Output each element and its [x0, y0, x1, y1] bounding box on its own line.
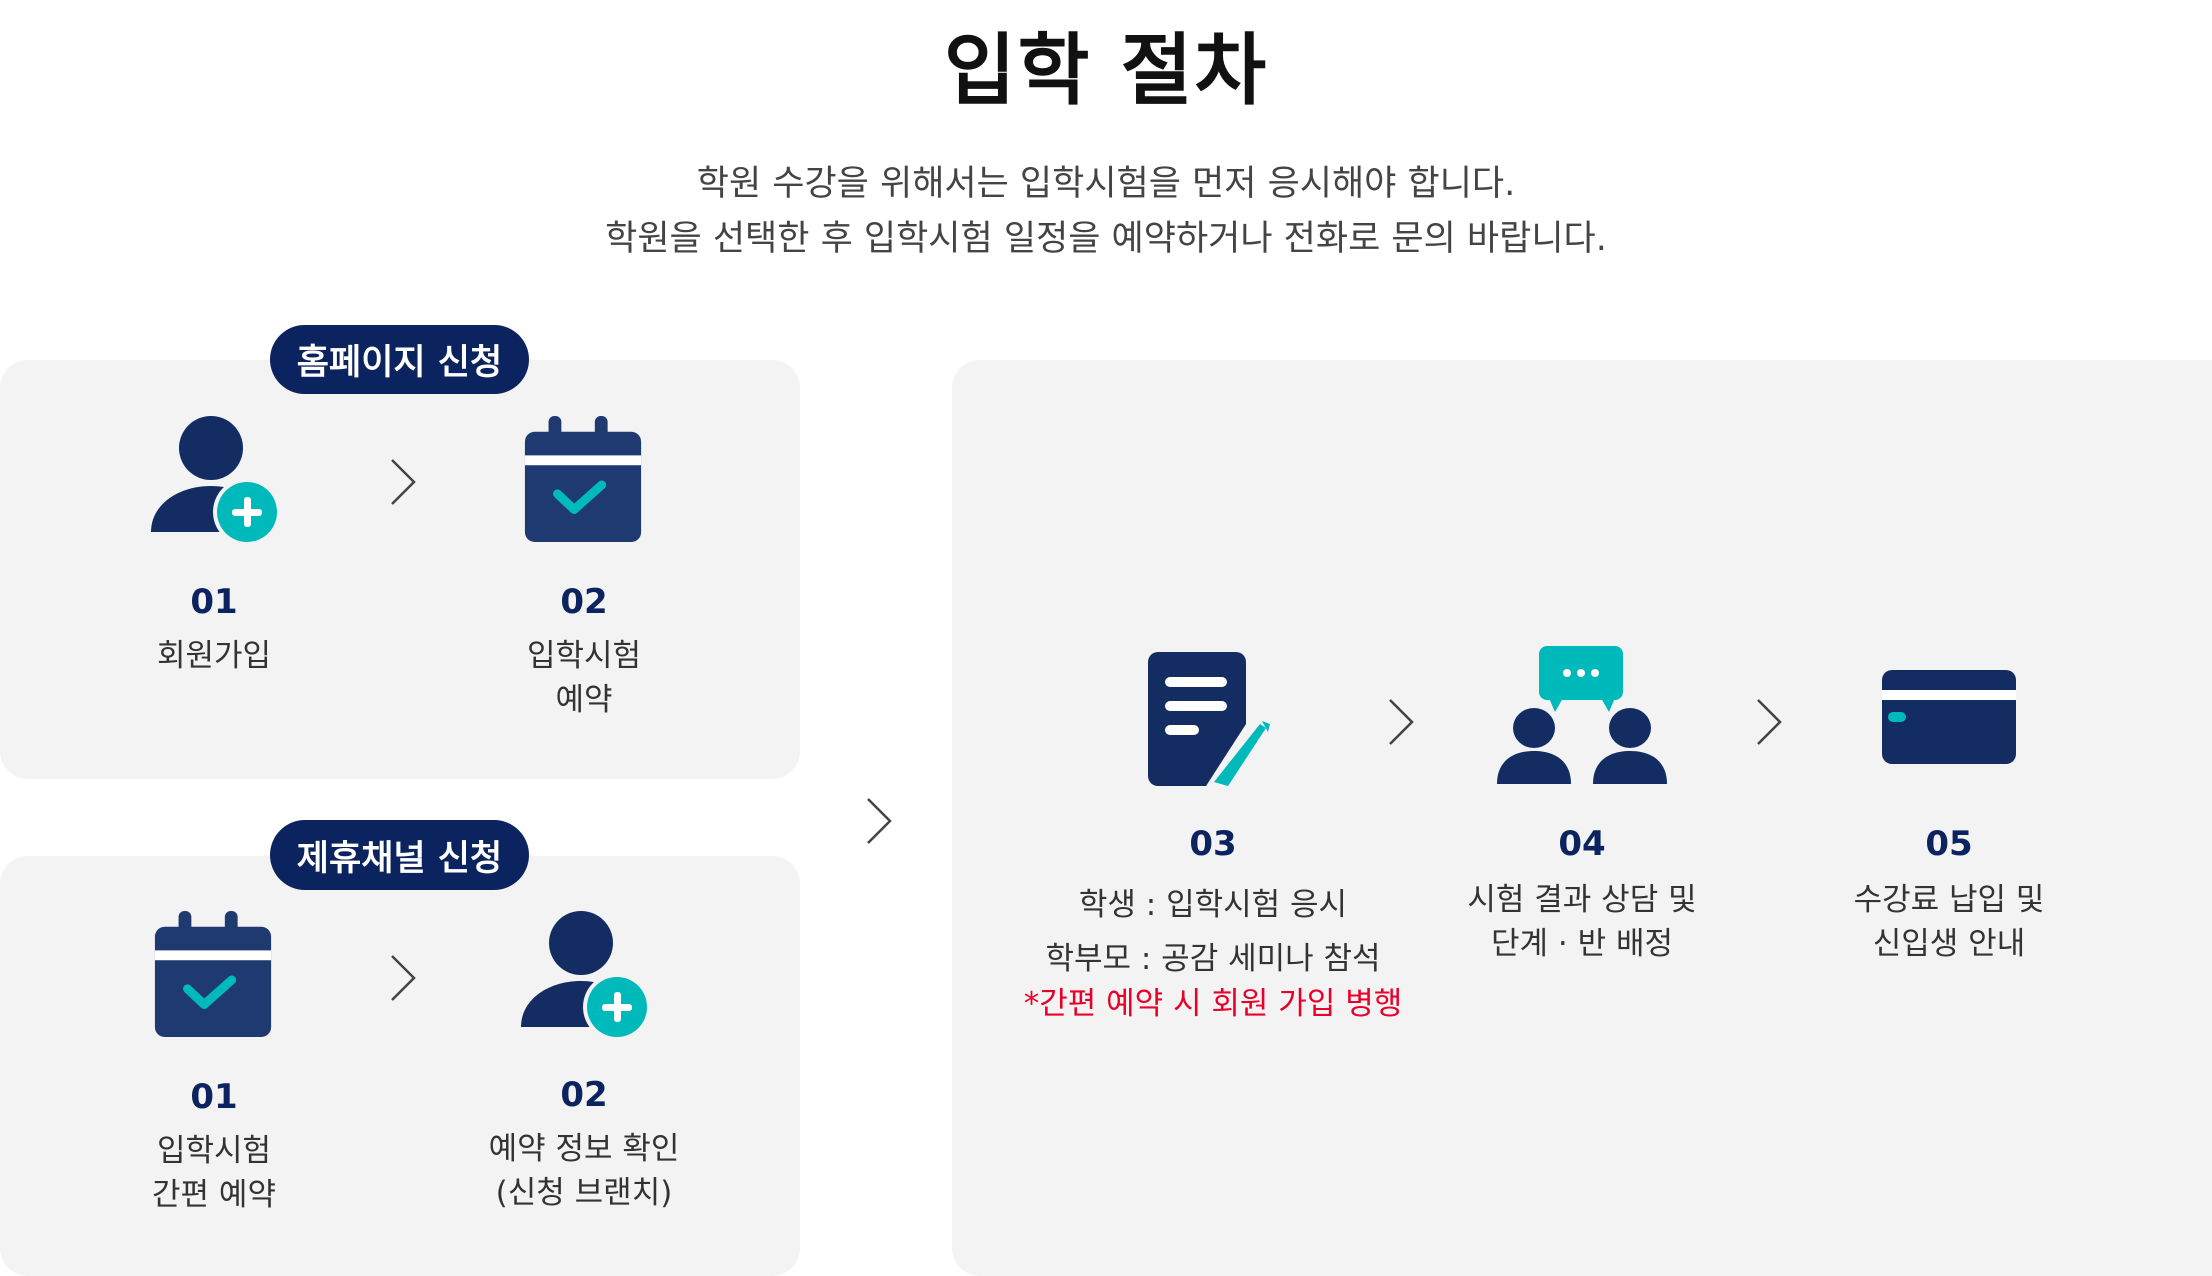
step-label: 학부모 : 공감 세미나 참석	[1045, 941, 1381, 977]
step-label: 단계 · 반 배정	[1490, 926, 1673, 962]
chevron-right-icon	[1757, 699, 1782, 745]
partner-step-2: 02 예약 정보 확인 (신청 브랜치)	[404, 909, 764, 1215]
step-label: 예약	[555, 682, 613, 718]
subtitle-line-2: 학원을 선택한 후 입학시험 일정을 예약하거나 전화로 문의 바랍니다.	[605, 219, 1607, 259]
user-add-icon	[519, 909, 649, 1039]
common-step-5: 05 수강료 납입 및 신입생 안내	[1769, 670, 2129, 966]
step-number: 04	[1558, 824, 1606, 864]
step-label: 간편 예약	[152, 1177, 276, 1213]
chevron-right-icon	[391, 955, 416, 1001]
step-label: 예약 정보 확인	[488, 1131, 680, 1167]
homepage-step-2: 02 입학시험 예약	[404, 416, 764, 722]
page-title: 입학 절차	[943, 26, 1269, 116]
step-number: 05	[1925, 824, 1973, 864]
step-number: 02	[560, 582, 608, 622]
step-label: 시험 결과 상담 및	[1467, 882, 1697, 918]
step-number: 03	[1189, 824, 1237, 864]
credit-card-icon	[1882, 670, 2016, 764]
step-label: 수강료 납입 및	[1853, 882, 2045, 918]
calendar-check-icon	[154, 911, 274, 1039]
step-number: 01	[190, 582, 238, 622]
partner-step-1: 01 입학시험 간편 예약	[34, 911, 394, 1217]
chevron-right-icon	[391, 459, 416, 505]
calendar-check-icon	[524, 416, 644, 544]
chevron-right-icon	[867, 798, 892, 844]
member-signup-note: *간편 예약 시 회원 가입 병행	[1023, 986, 1403, 1022]
step-number: 01	[190, 1077, 238, 1117]
homepage-application-badge: 홈페이지 신청	[270, 325, 529, 394]
step-label: 회원가입	[156, 638, 272, 674]
partner-application-panel	[0, 856, 800, 1276]
consultation-icon	[1497, 646, 1667, 784]
step-label: 학생 : 입학시험 응시	[1078, 887, 1348, 923]
homepage-application-panel	[0, 360, 800, 779]
chevron-right-icon	[1389, 699, 1414, 745]
step-label: (신청 브랜치)	[495, 1175, 673, 1211]
step-label: 신입생 안내	[1872, 926, 2026, 962]
user-add-icon	[149, 414, 279, 544]
step-number: 02	[560, 1075, 608, 1115]
step-label: 입학시험	[156, 1133, 272, 1169]
common-step-3: 03 학생 : 입학시험 응시 학부모 : 공감 세미나 참석 *간편 예약 시…	[1013, 652, 1413, 1022]
partner-application-badge: 제휴채널 신청	[270, 820, 529, 890]
common-process-panel	[952, 360, 2212, 1276]
homepage-step-1: 01 회원가입	[34, 414, 394, 678]
common-step-4: 04 시험 결과 상담 및 단계 · 반 배정	[1402, 646, 1762, 966]
subtitle-line-1: 학원 수강을 위해서는 입학시험을 먼저 응시해야 합니다.	[696, 164, 1516, 204]
document-pen-icon	[1148, 652, 1270, 786]
step-label: 입학시험	[526, 638, 642, 674]
